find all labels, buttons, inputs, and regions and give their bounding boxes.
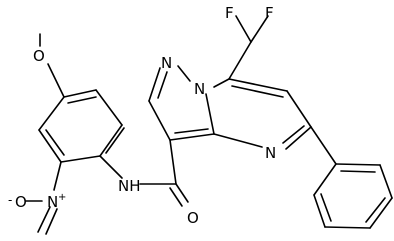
bond-camide-o-inner [169, 187, 183, 207]
bond-c3-c3a [169, 133, 215, 141]
bond-ph-5 [313, 194, 326, 228]
bond-n7a-n1 [177, 65, 191, 82]
bond-ar-3 [63, 89, 97, 98]
bond-ph-2 [379, 164, 393, 199]
bond-nh-aryl [99, 155, 123, 179]
atom-o-carbonyl: O [187, 209, 199, 227]
atom-f-right: F [265, 4, 274, 22]
atom-f-left: F [225, 4, 234, 22]
atom-nh-amide: NH [118, 177, 141, 195]
bond-ar-6 [60, 155, 101, 163]
bond-c3-camide [169, 139, 177, 185]
bond-ar-3-inner [67, 96, 97, 104]
bond-ar-4 [38, 96, 65, 131]
bond-c3a-n7a [205, 93, 215, 135]
bond-n1-c2 [148, 67, 161, 102]
bond-ar-5 [38, 129, 62, 163]
atom-o-methoxy: O [33, 47, 45, 65]
bond-camide-o [175, 183, 189, 203]
bond-cf-right [250, 15, 269, 43]
bond-ph-1 [335, 163, 381, 166]
bond-ar-1 [99, 124, 123, 157]
atom-o-nitro-neg: O [15, 193, 27, 211]
bond-ph-5-inner [320, 193, 332, 222]
bond-ph-3 [369, 197, 393, 229]
bond-c3-c3a-inner [174, 128, 209, 134]
atom-n-nitro: N [47, 193, 58, 211]
bond-ph-3-inner [365, 197, 386, 223]
bond-c5-n4-inner [282, 125, 305, 144]
bond-ar-2 [95, 89, 123, 126]
bond-c6-c5 [286, 90, 312, 128]
bond-ph-4 [324, 226, 371, 229]
bond-n4-c3a [213, 133, 263, 148]
bond-chf2-ring [228, 41, 252, 80]
bond-nitro-o-inner [45, 208, 58, 235]
bond-ar-o-methoxy [47, 63, 65, 98]
bond-c7-c6-inner [231, 85, 284, 98]
atom-n-pyrazole: N [161, 54, 172, 72]
bond-cf-left [235, 15, 252, 43]
bond-ar-nitro [53, 161, 62, 191]
atom-layer: F F N N N O N + O - NH O [8, 4, 276, 227]
atom-n-pyrimidine: N [265, 144, 276, 162]
bond-c5-n4 [285, 126, 312, 150]
bond-ar-5-inner [45, 129, 65, 156]
bond-c5-phenyl [310, 126, 337, 165]
bond-c7-c6 [228, 78, 288, 92]
atom-n-bridge: N [194, 80, 205, 98]
bond-n7a-c7 [213, 78, 230, 88]
bond-c2-c3 [148, 100, 171, 141]
bond-ph-1-inner [340, 170, 376, 173]
bond-n1-c2-inner [157, 71, 168, 99]
bond-layer [25, 15, 393, 235]
bond-ph-6 [313, 163, 337, 196]
bond-nitro-o [37, 206, 51, 233]
atom-nitro-plus: + [58, 192, 66, 203]
bond-ar-1-inner [105, 127, 125, 154]
atom-o-minus: - [8, 193, 12, 207]
